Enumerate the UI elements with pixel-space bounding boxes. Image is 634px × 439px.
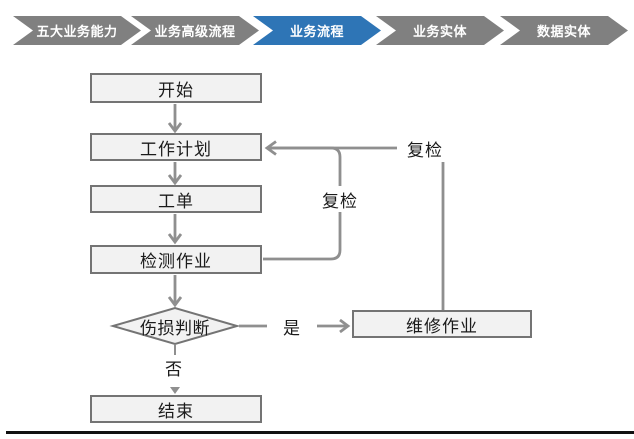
flow-node-work-order: 工单 [90,185,262,213]
edge-label-recheck-repair: 复检 [397,135,453,162]
nav-step-label: 业务实体 [412,24,467,39]
flow-node-start: 开始 [90,73,262,103]
nav-step-label: 业务流程 [289,24,344,39]
nav-step-data-entity[interactable]: 数据实体 [500,16,628,45]
arrow-repair-recheck-loop [264,140,445,310]
flow-node-label: 检测作业 [140,252,212,271]
nav-step-five-capabilities[interactable]: 五大业务能力 [13,16,141,45]
edge-label-no: 否 [165,359,183,379]
nav-step-label: 业务高级流程 [154,24,236,39]
arrow-workorder-to-inspection [167,214,183,245]
flow-node-work-plan: 工作计划 [90,133,262,161]
flow-node-label: 开始 [158,80,194,100]
flow-node-label: 结束 [158,401,194,421]
nav-step-label: 数据实体 [536,24,591,39]
slide-bottom-border [6,431,634,434]
flow-node-label: 工作计划 [140,139,212,159]
edge-label-yes: 是 [283,318,301,338]
nav-step-business-entity[interactable]: 业务实体 [376,16,504,45]
edge-label-recheck-inspection: 复检 [315,186,365,212]
flow-node-repair: 维修作业 [352,310,532,338]
flow-node-end: 结束 [90,395,262,423]
arrow-decision-to-repair [239,318,351,334]
arrow-start-to-workplan [167,104,183,134]
flow-node-label: 维修作业 [406,316,478,336]
arrow-inspection-to-decision [167,275,183,308]
nav-step-business-process-active[interactable]: 业务流程 [253,16,381,45]
flow-node-label: 工单 [158,191,194,211]
arrow-workplan-to-workorder [167,162,183,186]
flow-node-inspection: 检测作业 [90,245,262,274]
decision-diamond [109,306,241,346]
nav-step-label: 五大业务能力 [36,24,118,39]
flow-node-damage-decision-label: 伤损判断 [140,319,210,338]
arrow-decision-to-end [170,345,180,394]
nav-step-high-level-process[interactable]: 业务高级流程 [131,16,259,45]
